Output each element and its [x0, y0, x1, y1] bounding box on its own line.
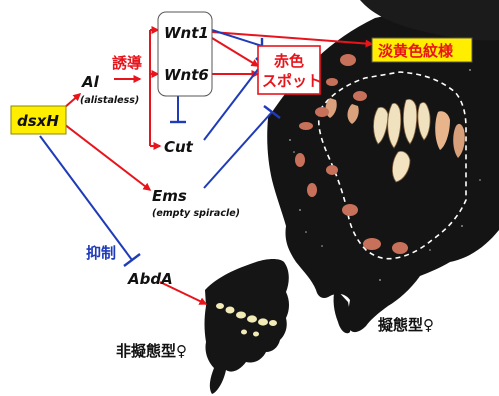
node-Wnt6: Wnt6: [164, 66, 209, 84]
node-Wnt1: Wnt1: [164, 24, 209, 42]
pale-yellow-pattern-label: 淡黄色紋様: [378, 42, 454, 60]
red-spot-label-line2: スポット: [262, 72, 322, 90]
node-dsxH: dsxH: [17, 112, 59, 130]
induction-label: 誘導: [112, 54, 142, 72]
red-spot-label-line1: 赤色: [274, 52, 304, 70]
non-mimetic-wing-photo: [205, 259, 290, 394]
node-AbdA: AbdA: [127, 270, 173, 288]
node-Ems: Ems: [152, 187, 187, 205]
node-Al-fullname: (alistaless): [80, 95, 139, 106]
node-Cut: Cut: [164, 138, 194, 156]
node-Al: Al: [81, 73, 100, 91]
node-Ems-fullname: (empty spiracle): [152, 208, 240, 219]
non-mimetic-female-caption: 非擬態型♀: [116, 342, 187, 360]
mimetic-female-caption: 擬態型♀: [378, 316, 434, 334]
suppression-label: 抑制: [86, 244, 116, 262]
